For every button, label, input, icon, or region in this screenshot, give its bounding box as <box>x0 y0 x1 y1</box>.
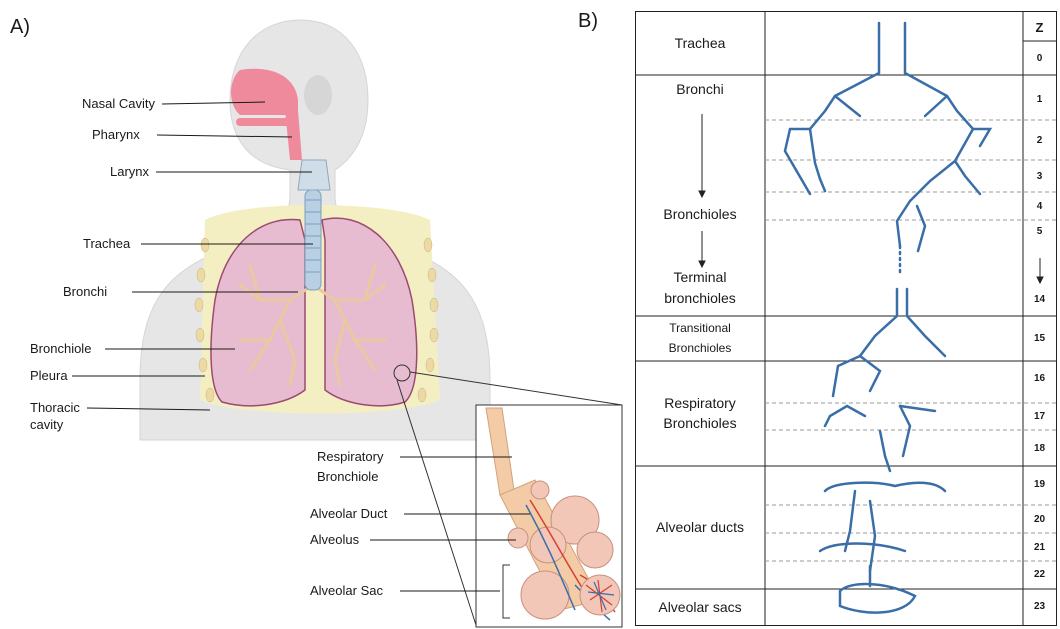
respiratory-anatomy-illustration: Nasal Cavity Pharynx Larynx Trachea Bron… <box>0 0 630 629</box>
label-thoracic-1: Thoracic <box>30 400 80 415</box>
generation-21: 21 <box>1023 542 1056 553</box>
label-thoracic-2: cavity <box>30 417 64 432</box>
row-bronchi: Bronchi <box>635 81 765 97</box>
row-alveolar-ducts: Alveolar ducts <box>635 519 765 535</box>
alveoli-inset <box>476 405 622 627</box>
label-respiratory-bronchiole-1: Respiratory <box>317 449 384 464</box>
row-terminal-2: bronchioles <box>635 290 765 306</box>
row-respiratory-2: Bronchioles <box>635 415 765 431</box>
trachea-tube <box>305 190 321 290</box>
generation-1: 1 <box>1023 94 1056 105</box>
generation-22: 22 <box>1023 569 1056 580</box>
label-respiratory-bronchiole-2: Bronchiole <box>317 469 378 484</box>
airway-branching-diagram <box>785 23 990 613</box>
label-bronchiole: Bronchiole <box>30 341 91 356</box>
label-larynx: Larynx <box>110 164 150 179</box>
generation-20: 20 <box>1023 514 1056 525</box>
generation-4: 4 <box>1023 201 1056 212</box>
row-transitional-1: Transitional <box>635 321 765 335</box>
generation-2: 2 <box>1023 135 1056 146</box>
generation-19: 19 <box>1023 479 1056 490</box>
label-pleura: Pleura <box>30 368 68 383</box>
row-trachea: Trachea <box>635 35 765 51</box>
generation-14: 14 <box>1023 294 1056 305</box>
label-trachea: Trachea <box>83 236 131 251</box>
flow-arrows <box>699 114 1043 283</box>
generation-0: 0 <box>1023 53 1056 64</box>
row-alveolar-sacs: Alveolar sacs <box>635 599 765 615</box>
label-alveolar-sac: Alveolar Sac <box>310 583 383 598</box>
generation-5: 5 <box>1023 226 1056 237</box>
label-bronchi: Bronchi <box>63 284 107 299</box>
oral-cavity <box>236 118 294 126</box>
row-transitional-2: Bronchioles <box>635 341 765 355</box>
generation-3: 3 <box>1023 171 1056 182</box>
generation-16: 16 <box>1023 373 1056 384</box>
label-pharynx: Pharynx <box>92 127 140 142</box>
label-alveolus: Alveolus <box>310 532 360 547</box>
airway-generation-table: Trachea Bronchi Bronchioles Terminal bro… <box>635 11 1057 626</box>
row-respiratory-1: Respiratory <box>635 395 765 411</box>
generation-23: 23 <box>1023 601 1056 612</box>
generation-15: 15 <box>1023 333 1056 344</box>
generation-header: Z <box>1023 20 1056 35</box>
generation-17: 17 <box>1023 411 1056 422</box>
label-alveolar-duct: Alveolar Duct <box>310 506 388 521</box>
larynx-shape <box>298 160 330 190</box>
generation-18: 18 <box>1023 443 1056 454</box>
label-nasal-cavity: Nasal Cavity <box>82 96 155 111</box>
row-terminal-1: Terminal <box>635 269 765 285</box>
row-bronchioles: Bronchioles <box>635 206 765 222</box>
